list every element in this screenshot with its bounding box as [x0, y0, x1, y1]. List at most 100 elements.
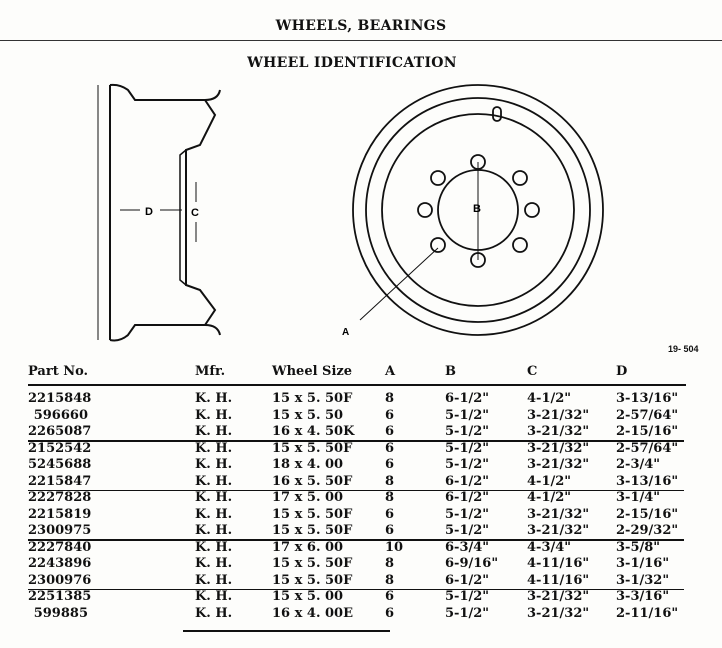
label-c: C	[191, 207, 199, 219]
cell-d: 3-3/16"	[616, 589, 670, 604]
cell-wheel-size: 17 x 5. 00	[272, 490, 344, 505]
cell-part-no: 2300976	[28, 572, 92, 588]
cell-a: 6	[385, 407, 395, 423]
cell-d: 3-1/32"	[616, 572, 670, 588]
figure-title: WHEEL IDENTIFICATION	[247, 55, 457, 71]
cell-d: 2-57/64"	[616, 440, 679, 456]
cell-c: 4-11/16"	[527, 572, 590, 588]
cell-mfr: K. H.	[195, 572, 233, 588]
cell-c: 3-21/32"	[527, 589, 590, 604]
cell-a: 10	[385, 539, 404, 555]
column-header-c: C	[527, 364, 538, 379]
group-divider	[28, 539, 684, 541]
cell-part-no: 2243896	[28, 556, 92, 571]
cell-b: 5-1/2"	[445, 407, 490, 423]
cell-c: 4-11/16"	[527, 556, 590, 571]
cell-b: 6-1/2"	[445, 572, 490, 588]
cell-c: 3-21/32"	[527, 523, 590, 538]
cell-mfr: K. H.	[195, 473, 233, 489]
cell-a: 6	[385, 424, 395, 439]
cell-d: 3-1/16"	[616, 556, 670, 571]
cell-wheel-size: 15 x 5. 50	[272, 407, 344, 423]
cell-wheel-size: 17 x 6. 00	[272, 539, 344, 555]
cell-d: 2-57/64"	[616, 407, 679, 423]
cell-c: 3-21/32"	[527, 506, 590, 522]
cell-wheel-size: 15 x 5. 50F	[272, 440, 353, 456]
cell-d: 3-5/8"	[616, 539, 661, 555]
cell-d: 3-13/16"	[616, 391, 679, 406]
cell-c: 4-1/2"	[527, 473, 572, 489]
figure-code: 19- 504	[668, 344, 699, 354]
cell-part-no: 5245688	[28, 457, 92, 472]
cell-d: 3-13/16"	[616, 473, 679, 489]
cell-wheel-size: 15 x 5. 50F	[272, 506, 353, 522]
cell-d: 2-15/16"	[616, 506, 679, 522]
cell-mfr: K. H.	[195, 440, 233, 456]
group-divider	[28, 489, 684, 491]
cell-mfr: K. H.	[195, 539, 233, 555]
cell-mfr: K. H.	[195, 391, 233, 406]
wheel-diagram: D C B A	[97, 83, 604, 342]
cell-part-no: 2265087	[28, 424, 92, 439]
column-header-b: B	[445, 364, 456, 379]
cell-c: 3-21/32"	[527, 407, 590, 423]
table-end-rule	[183, 630, 390, 632]
group-divider	[28, 588, 684, 590]
divider	[0, 40, 722, 41]
cell-a: 6	[385, 523, 395, 538]
header-rule	[28, 384, 686, 386]
column-header-part-no: Part No.	[28, 364, 89, 379]
cell-b: 6-1/2"	[445, 473, 490, 489]
cell-mfr: K. H.	[195, 490, 233, 505]
cell-a: 8	[385, 391, 395, 406]
cell-b: 6-1/2"	[445, 391, 490, 406]
cell-d: 2-15/16"	[616, 424, 679, 439]
cell-b: 5-1/2"	[445, 589, 490, 604]
cell-mfr: K. H.	[195, 605, 233, 621]
cell-part-no: 596660	[33, 407, 88, 423]
cell-wheel-size: 15 x 5. 50F	[272, 391, 353, 406]
section-title: WHEELS, BEARINGS	[275, 18, 447, 34]
cell-wheel-size: 16 x 4. 50K	[272, 424, 355, 439]
column-header-wheel-size: Wheel Size	[272, 364, 353, 379]
cell-b: 5-1/2"	[445, 440, 490, 456]
cell-c: 4-1/2"	[527, 490, 572, 505]
cell-part-no: 2215848	[28, 391, 92, 406]
column-header-a: A	[385, 364, 396, 379]
cell-part-no: 2300975	[28, 523, 92, 538]
cell-d: 3-1/4"	[616, 490, 661, 505]
cell-part-no: 599885	[33, 605, 88, 621]
cell-c: 4-3/4"	[527, 539, 572, 555]
cell-mfr: K. H.	[195, 523, 233, 538]
cell-b: 6-3/4"	[445, 539, 490, 555]
cell-b: 5-1/2"	[445, 424, 490, 439]
cell-a: 6	[385, 506, 395, 522]
cell-wheel-size: 15 x 5. 00	[272, 589, 344, 604]
cell-wheel-size: 16 x 4. 00E	[272, 605, 353, 621]
cell-part-no: 2215819	[28, 506, 92, 522]
cell-a: 6	[385, 440, 395, 456]
cell-wheel-size: 15 x 5. 50F	[272, 556, 353, 571]
cell-c: 3-21/32"	[527, 424, 590, 439]
cell-b: 5-1/2"	[445, 523, 490, 538]
cell-d: 2-3/4"	[616, 457, 661, 472]
cell-part-no: 2215847	[28, 473, 92, 489]
cell-mfr: K. H.	[195, 424, 233, 439]
group-divider	[28, 440, 684, 442]
cell-c: 3-21/32"	[527, 605, 590, 621]
cell-mfr: K. H.	[195, 589, 233, 604]
cell-a: 6	[385, 457, 395, 472]
cell-wheel-size: 15 x 5. 50F	[272, 572, 353, 588]
cell-wheel-size: 15 x 5. 50F	[272, 523, 353, 538]
column-header-d: D	[616, 364, 628, 379]
wheel-face	[352, 84, 604, 336]
cell-a: 8	[385, 572, 395, 588]
cell-c: 3-21/32"	[527, 440, 590, 456]
cell-part-no: 2251385	[28, 589, 92, 604]
cell-d: 2-29/32"	[616, 523, 679, 538]
cell-a: 8	[385, 473, 395, 489]
cell-mfr: K. H.	[195, 457, 233, 472]
label-a: A	[342, 327, 349, 338]
cell-part-no: 2227828	[28, 490, 92, 505]
